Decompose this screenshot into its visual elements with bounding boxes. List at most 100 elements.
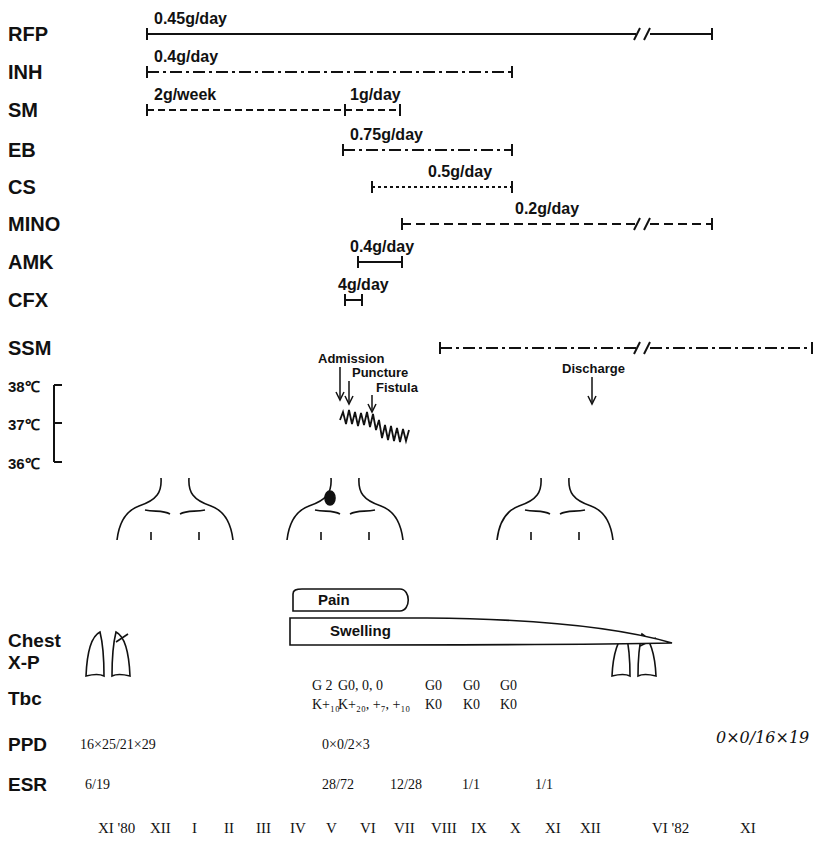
symptom-outline [293, 589, 408, 611]
drug-bars [644, 28, 650, 40]
event-arrows [345, 396, 353, 404]
event-arrows [336, 392, 344, 400]
torso-sketches [321, 532, 369, 540]
event-annotation: Fistula [376, 380, 418, 395]
row-title: Tbc [8, 688, 70, 710]
temperature-scale [54, 384, 62, 386]
month-label: III [256, 820, 271, 837]
drug-bars [344, 294, 346, 306]
drug-bars [361, 294, 363, 306]
month-label: XII [580, 820, 601, 837]
drug-name: CS [8, 176, 36, 199]
test-result: G0 [463, 678, 480, 694]
month-label: IV [290, 820, 306, 837]
drug-name: CFX [8, 289, 48, 312]
test-result: K+₁₀ [312, 697, 340, 713]
test-result: 1/1 [535, 777, 553, 793]
test-result: G0 [500, 678, 517, 694]
torso-sketches [497, 478, 613, 540]
drug-bars [711, 28, 713, 40]
temperature-label: 37℃ [8, 414, 40, 434]
month-label: IX [471, 820, 487, 837]
drug-bars [439, 342, 441, 354]
symptom-label: Pain [318, 591, 350, 608]
test-result: 28/72 [322, 777, 354, 793]
event-arrows [339, 367, 341, 398]
test-result: 0×0/2×3 [322, 737, 370, 753]
chest-xray-sketches [86, 632, 104, 676]
dose-label: 1g/day [350, 86, 401, 104]
drug-bars [644, 342, 650, 354]
chest-xray-sketches [112, 632, 130, 676]
event-annotation: Puncture [352, 365, 408, 380]
row-title: ESR [8, 774, 70, 796]
drug-bars [147, 109, 400, 111]
drug-bars [399, 104, 401, 116]
month-label: XI '80 [98, 820, 135, 837]
month-label: VIII [431, 820, 457, 837]
month-label: X [510, 820, 521, 837]
symptom-outline [290, 588, 412, 612]
temperature-scale [54, 422, 62, 424]
month-label: XI [740, 820, 756, 837]
month-label: V [326, 820, 337, 837]
event-arrows [588, 396, 596, 404]
dose-label: 4g/day [338, 276, 389, 294]
temperature-label: 36℃ [8, 453, 40, 473]
month-label: VI [360, 820, 376, 837]
drug-bars [401, 256, 403, 268]
torso-sketches [117, 478, 233, 540]
month-label: I [192, 820, 197, 837]
month-label: VI '82 [652, 820, 689, 837]
dose-label: 0.2g/day [515, 200, 579, 218]
torso-sketches [145, 510, 205, 514]
chest-xray-sketches [116, 634, 128, 642]
drug-bars [644, 218, 650, 230]
row-title: PPD [8, 734, 70, 756]
drug-bars [371, 181, 373, 193]
symptom-outline [290, 618, 672, 645]
torso-sketches [117, 478, 613, 540]
temperature-scale [54, 461, 62, 463]
dose-label: 0.45g/day [154, 10, 227, 28]
drug-bars [357, 256, 359, 268]
drug-bars [401, 218, 403, 230]
month-label: II [224, 820, 234, 837]
drug-bars [344, 104, 346, 116]
drug-bars [511, 66, 513, 78]
drug-name: EB [8, 139, 36, 162]
temperature-label: 38℃ [8, 376, 40, 396]
drug-bars [372, 186, 512, 188]
month-label: XII [150, 820, 171, 837]
dose-label: 0.75g/day [350, 126, 423, 144]
test-result: K0 [500, 697, 517, 713]
test-result: 1/1 [462, 777, 480, 793]
symptom-band: Pain [290, 588, 412, 612]
month-label: XI [545, 820, 561, 837]
drug-bars [147, 71, 512, 73]
drug-bars [345, 299, 362, 301]
row-title: Chest X-P [8, 630, 70, 674]
drug-bars [147, 28, 812, 354]
dose-label: 0.4g/day [350, 238, 414, 256]
test-result: 12/28 [390, 777, 422, 793]
drug-name: SM [8, 99, 38, 122]
drug-bars [343, 149, 512, 151]
drug-bars [146, 104, 148, 116]
event-arrows [591, 377, 593, 402]
dose-label: 0.4g/day [154, 48, 218, 66]
event-annotation: Admission [318, 351, 384, 366]
event-arrows [348, 381, 350, 402]
month-label: VII [394, 820, 415, 837]
event-annotation: Discharge [562, 361, 625, 376]
symptom-label: Swelling [330, 622, 391, 639]
drug-bars [146, 66, 148, 78]
drug-bars [511, 144, 513, 156]
drug-bars [650, 347, 812, 349]
drug-bars [402, 223, 636, 225]
chest-xray-sketches [86, 632, 130, 676]
drug-bars [634, 28, 640, 40]
dose-label: 0.5g/day [428, 163, 492, 181]
test-result: G0 [425, 678, 442, 694]
handwritten-note: 0×0/16×19 [716, 728, 809, 747]
